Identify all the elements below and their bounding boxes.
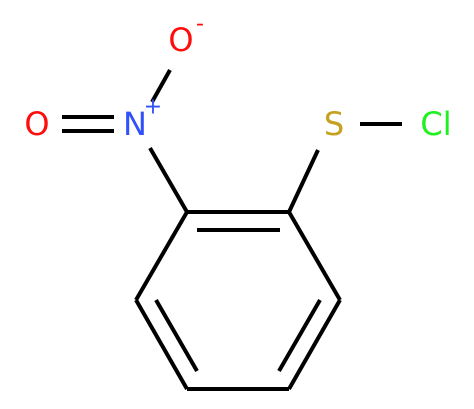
substituent-bonds	[62, 69, 402, 214]
ring-bond-c6-c1	[134, 210, 189, 302]
ring-bond-c3-c4-inner	[277, 298, 322, 373]
oxygen-minus-charge: -	[196, 12, 204, 37]
oxygen-minus-label: O	[168, 21, 193, 59]
bond-n-o-minus	[150, 69, 172, 103]
benzene-ring	[134, 210, 342, 391]
bond-c1-n	[148, 146, 189, 214]
bond-c2-s	[287, 149, 320, 213]
ring-bond-c5-c6-inner	[154, 298, 199, 373]
ring-bond-c5-c6	[134, 299, 189, 390]
atom-labels: O - O N + S Cl	[24, 12, 451, 144]
nitrogen-plus-charge: +	[144, 95, 162, 120]
ring-bond-c3-c4	[287, 299, 342, 390]
ring-bond-c2-c3	[287, 210, 342, 302]
sulfur-label: S	[324, 105, 344, 143]
oxygen-double-label: O	[24, 105, 49, 143]
nitrogen-label: N	[123, 105, 147, 143]
chlorine-label: Cl	[420, 105, 451, 143]
